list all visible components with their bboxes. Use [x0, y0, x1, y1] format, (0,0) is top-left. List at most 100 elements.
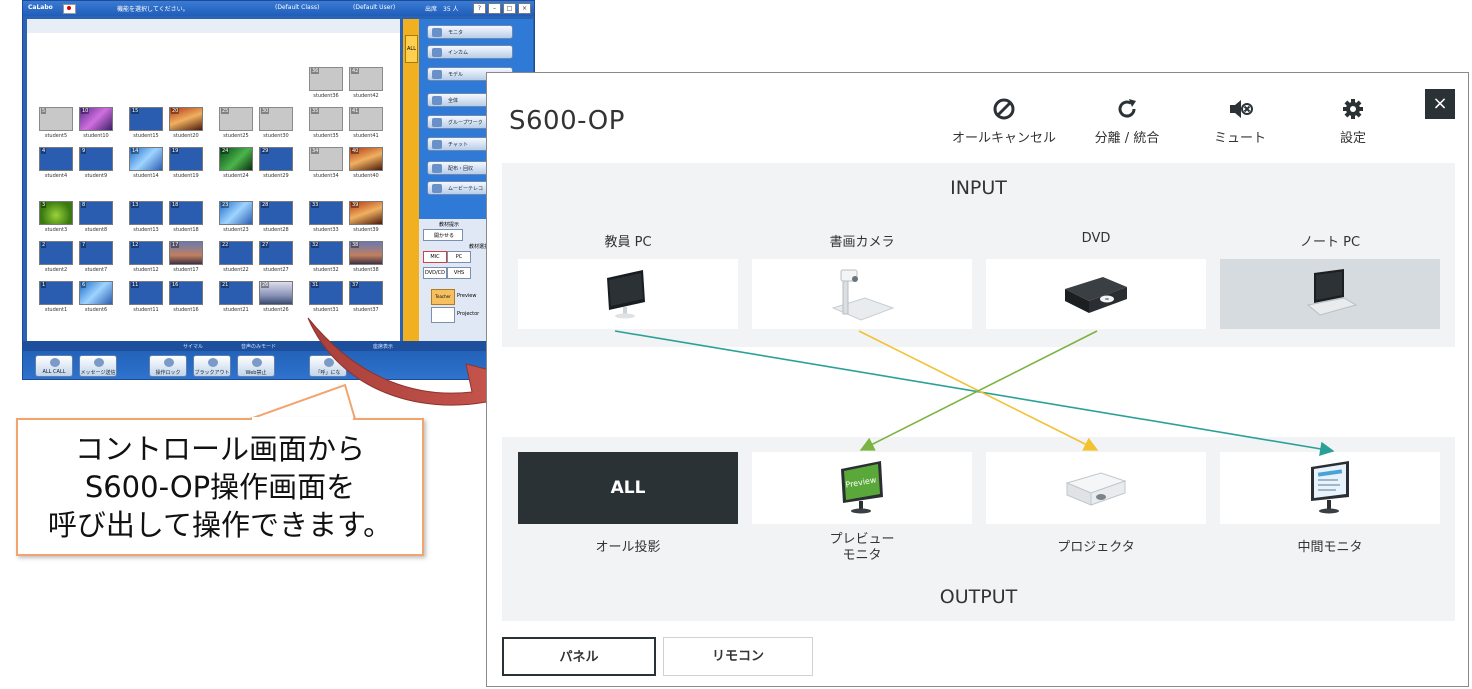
close-window-button[interactable]: ×	[518, 3, 531, 14]
student-seat[interactable]: 30	[259, 107, 293, 131]
seat-number: 28	[261, 202, 270, 208]
split-merge-button[interactable]: 分離 / 統合	[1067, 97, 1187, 146]
output-middle-monitor[interactable]	[1220, 452, 1440, 524]
student-seat[interactable]: 17	[169, 241, 203, 265]
tab-remote-control[interactable]: リモコン	[663, 637, 813, 676]
teacher-source-button[interactable]: Teacher	[431, 289, 455, 305]
send-message-button[interactable]: メッセージ送信	[79, 355, 117, 377]
seat-number: 36	[311, 68, 320, 74]
student-seat[interactable]: 8	[79, 201, 113, 225]
seat-number: 19	[171, 148, 180, 154]
student-seat[interactable]: 6	[79, 281, 113, 305]
input-label-teacher-pc: 教員 PC	[604, 235, 652, 250]
seat-number: 31	[311, 282, 320, 288]
student-seat[interactable]: 11	[129, 281, 163, 305]
seat-number: 30	[261, 108, 270, 114]
seat-number: 20	[171, 108, 180, 114]
call-button[interactable]: 「呼」にな	[309, 355, 347, 377]
student-seat[interactable]: 31	[309, 281, 343, 305]
desktop-monitor-icon	[607, 270, 645, 319]
student-seat[interactable]: 2	[39, 241, 73, 265]
student-seat[interactable]: 28	[259, 201, 293, 225]
input-teacher-pc[interactable]	[518, 259, 738, 329]
student-seat[interactable]: 25	[219, 107, 253, 131]
student-seat[interactable]: 37	[349, 281, 383, 305]
input-dvd[interactable]	[986, 259, 1206, 329]
student-seat[interactable]: 12	[129, 241, 163, 265]
student-seat[interactable]: 19	[169, 147, 203, 171]
operation-lock-button[interactable]: 操作ロック	[149, 355, 187, 377]
help-button[interactable]: ?	[473, 3, 486, 14]
all-projection-button[interactable]: ALL	[518, 452, 738, 524]
student-seat[interactable]: 23	[219, 201, 253, 225]
projector-thumb[interactable]	[431, 307, 455, 323]
student-seat[interactable]: 13	[129, 201, 163, 225]
all-select-button[interactable]: ALL	[405, 35, 418, 63]
student-seat[interactable]: 9	[79, 147, 113, 171]
close-button[interactable]: ×	[1425, 89, 1455, 119]
split-merge-label: 分離 / 統合	[1094, 131, 1160, 146]
student-seat[interactable]: 35	[309, 107, 343, 131]
student-seat[interactable]: 10	[79, 107, 113, 131]
output-title: OUTPUT	[939, 586, 1018, 608]
student-seat[interactable]: 41	[349, 107, 383, 131]
student-seat[interactable]: 1	[39, 281, 73, 305]
student-seat[interactable]: 3	[39, 201, 73, 225]
all-cancel-button[interactable]: オールキャンセル	[944, 97, 1064, 146]
blackout-button[interactable]: ブラックアウト	[193, 355, 231, 377]
maximize-button[interactable]: □	[503, 3, 516, 14]
menu-button[interactable]: モニタ	[427, 25, 513, 39]
gear-icon	[1343, 99, 1363, 119]
student-seat[interactable]: 38	[349, 241, 383, 265]
vhs-source-button[interactable]: VHS	[447, 267, 471, 279]
student-seat[interactable]: 33	[309, 201, 343, 225]
student-seat[interactable]: 20	[169, 107, 203, 131]
mute-button[interactable]: ミュート	[1180, 97, 1300, 146]
student-seat[interactable]: 32	[309, 241, 343, 265]
student-seat[interactable]: 4	[39, 147, 73, 171]
student-seat[interactable]: 18	[169, 201, 203, 225]
student-seat[interactable]: 36	[309, 67, 343, 91]
seat-number: 1	[41, 282, 47, 288]
output-zone: ALL オール投影 Preview プレビュー モニタ プロジェクタ	[502, 437, 1455, 621]
dvd-source-button[interactable]: DVD/CD	[423, 267, 447, 279]
student-seat[interactable]: 5	[39, 107, 73, 131]
input-notebook-pc[interactable]	[1220, 259, 1440, 329]
seat-label: student1	[44, 307, 68, 313]
student-seat[interactable]: 16	[169, 281, 203, 305]
tab-panel[interactable]: パネル	[502, 637, 656, 676]
calabo-logo: CaLabo	[28, 4, 53, 11]
seat-label: student33	[313, 227, 339, 233]
student-seat[interactable]: 40	[349, 147, 383, 171]
student-seat[interactable]: 7	[79, 241, 113, 265]
open-material-button[interactable]: 開かせる	[423, 229, 463, 241]
input-document-camera[interactable]	[752, 259, 972, 329]
student-seat[interactable]: 29	[259, 147, 293, 171]
seat-number: 6	[81, 282, 87, 288]
student-seat[interactable]: 24	[219, 147, 253, 171]
pc-source-button[interactable]: PC	[447, 251, 471, 263]
web-block-button[interactable]: Web禁止	[237, 355, 275, 377]
output-projector[interactable]	[986, 452, 1206, 524]
all-call-button[interactable]: ALL CALL	[35, 355, 73, 377]
menu-button[interactable]: インカム	[427, 45, 513, 59]
all-cancel-label: オールキャンセル	[951, 131, 1056, 146]
student-seat[interactable]: 42	[349, 67, 383, 91]
student-seat[interactable]: 26	[259, 281, 293, 305]
student-seat[interactable]: 21	[219, 281, 253, 305]
student-seat[interactable]: 15	[129, 107, 163, 131]
seat-number: 23	[221, 202, 230, 208]
mic-source-button[interactable]: MIC	[423, 251, 447, 263]
dvd-player-icon	[1065, 277, 1127, 313]
settings-button[interactable]: 設定	[1293, 97, 1413, 146]
seat-label: student26	[263, 307, 289, 313]
student-seat[interactable]: 14	[129, 147, 163, 171]
student-seat[interactable]: 27	[259, 241, 293, 265]
student-seat[interactable]: 39	[349, 201, 383, 225]
minimize-button[interactable]: –	[488, 3, 501, 14]
student-seat[interactable]: 22	[219, 241, 253, 265]
seat-label: student31	[313, 307, 339, 313]
output-preview-monitor[interactable]: Preview	[752, 452, 972, 524]
student-seat[interactable]: 34	[309, 147, 343, 171]
seat-number: 2	[41, 242, 47, 248]
